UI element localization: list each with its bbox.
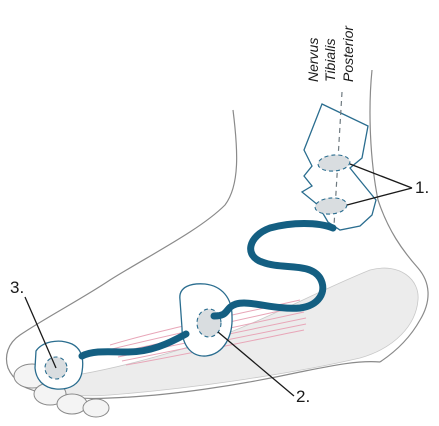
label-nerve-line2: Tibialis [322, 39, 338, 82]
label-nerve-line1: Nervus [305, 38, 321, 82]
label-electrode-3: 3. [10, 278, 24, 297]
label-electrode-2: 2. [296, 387, 310, 406]
label-nerve-line3: Posterior [340, 25, 356, 82]
label-electrode-1: 1. [415, 178, 429, 197]
lead-wire [214, 224, 333, 317]
